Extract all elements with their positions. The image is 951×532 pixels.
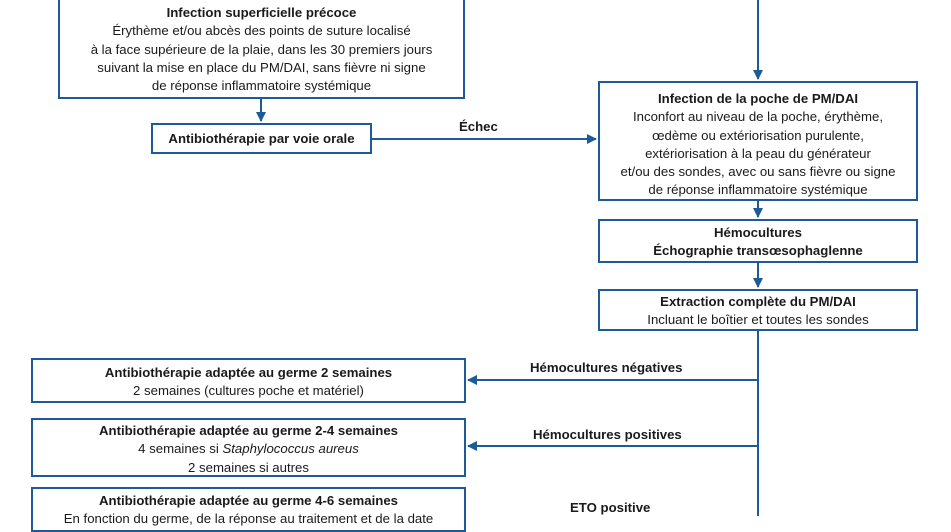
infection-superficielle-line: Érythème et/ou abcès des points de sutur… (112, 23, 411, 39)
antibio-2-line: 2 semaines (cultures poche et matériel) (133, 383, 364, 399)
flow-connectors (256, 0, 763, 516)
label-hemocultures-negatives: Hémocultures négatives (530, 360, 683, 375)
box-antibio-4-6-semaines: Antibiothérapie adaptée au germe 4-6 sem… (31, 487, 466, 532)
extraction-line: Incluant le boîtier et toutes les sondes (647, 312, 869, 328)
infection-superficielle-line: à la face supérieure de la plaie, dans l… (90, 41, 433, 57)
eto-title: Échographie transœsophaglenne (653, 243, 863, 259)
infection-superficielle-line: suivant la mise en place du PM/DAI, sans… (97, 59, 426, 75)
antibio-2-4-line-1: 4 semaines si Staphylococcus aureus (33, 440, 464, 458)
infection-poche-title: Infection de la poche de PM/DAI (657, 91, 859, 106)
box-antibio-2-semaines: Antibiothérapie adaptée au germe 2 semai… (31, 358, 466, 403)
box-antibio-2-4-semaines: Antibiothérapie adaptée au germe 2-4 sem… (31, 418, 466, 477)
box-extraction: Extraction complète du PM/DAI Incluant l… (598, 289, 918, 331)
infection-poche-line: de réponse inflammatoire systémique (648, 182, 868, 198)
hemocultures-title: Hémocultures (714, 225, 802, 240)
infection-poche-line: et/ou des sondes, avec ou sans fièvre ou… (620, 164, 896, 180)
box-infection-superficielle: Infection superficielle précoce Érythème… (58, 0, 465, 99)
box-antibio-orale: Antibiothérapie par voie orale (151, 123, 372, 154)
infection-superficielle-title: Infection superficielle précoce (166, 5, 357, 20)
antibio-2-title: Antibiothérapie adaptée au germe 2 semai… (104, 365, 393, 380)
infection-poche-line: Inconfort au niveau de la poche, érythèm… (633, 109, 883, 125)
label-eto-positive: ETO positive (570, 500, 651, 515)
antibio-2-4-line-2: 2 semaines si autres (188, 459, 309, 475)
antibio-4-6-line: En fonction du germe, de la réponse au t… (63, 511, 434, 527)
infection-superficielle-line: de réponse inflammatoire systémique (151, 78, 372, 94)
label-echec: Échec (459, 119, 498, 134)
antibio-4-6-title: Antibiothérapie adaptée au germe 4-6 sem… (98, 493, 399, 508)
box-hemocultures: Hémocultures Échographie transœsophaglen… (598, 219, 918, 263)
infection-poche-line: œdème ou extériorisation purulente, (652, 127, 864, 143)
box-infection-poche: Infection de la poche de PM/DAI Inconfor… (598, 81, 918, 201)
infection-poche-line: extériorisation à la peau du générateur (645, 145, 871, 161)
antibio-2-4-line-1-prefix: 4 semaines si (138, 441, 223, 457)
antibio-orale-title: Antibiothérapie par voie orale (168, 131, 355, 146)
staphylococcus-aureus-text: Staphylococcus aureus (222, 441, 359, 457)
extraction-title: Extraction complète du PM/DAI (660, 294, 856, 309)
antibio-2-4-title: Antibiothérapie adaptée au germe 2-4 sem… (98, 423, 399, 438)
label-hemocultures-positives: Hémocultures positives (533, 427, 682, 442)
